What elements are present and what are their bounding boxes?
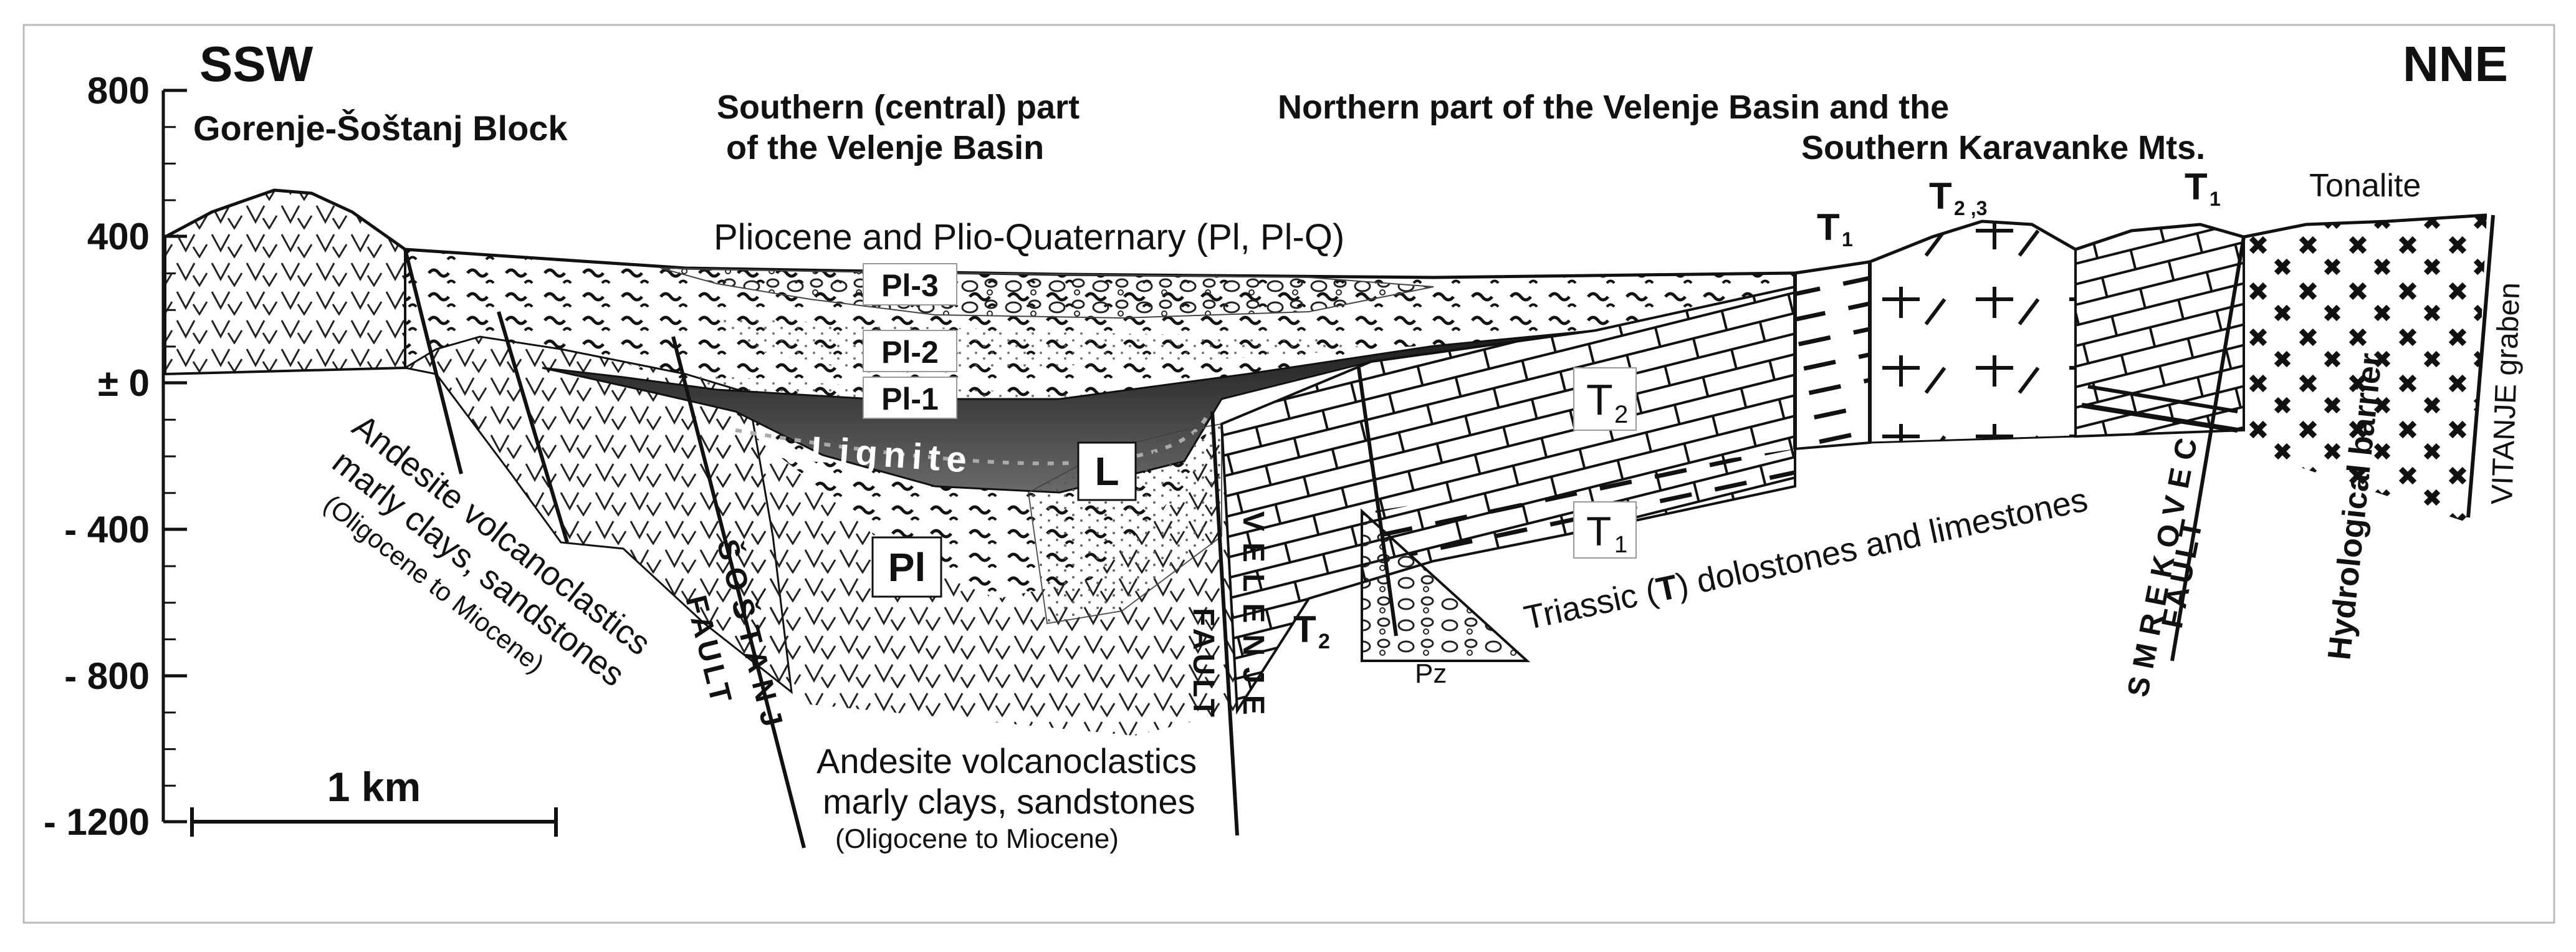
tick-minus-1200: - 1200 — [44, 801, 150, 843]
depth-axis: 800 400 ± 0 - 400 - 800 - 1200 — [44, 70, 187, 843]
tick-minus-800: - 800 — [64, 655, 150, 697]
direction-nne: NNE — [2403, 36, 2508, 92]
label-pliocene: Pliocene and Plio-Quaternary (Pl, Pl-Q) — [714, 217, 1344, 257]
t23-zone — [1869, 220, 2077, 444]
label-pl: Pl — [888, 545, 926, 590]
svg-text:VELENJE: VELENJE — [1237, 511, 1270, 726]
svg-text:Andesite volcanoclastics: Andesite volcanoclastics — [816, 741, 1197, 781]
label-t2-lower: T 2 — [1293, 608, 1330, 653]
fault-lines — [403, 214, 2495, 849]
region-gorenje: Gorenje-Šoštanj Block — [193, 108, 568, 148]
scale-label: 1 km — [327, 764, 421, 810]
label-pl1: Pl-1 — [881, 382, 939, 416]
label-pl3: Pl-3 — [881, 268, 939, 303]
label-pl2-box: Pl-2 — [863, 330, 957, 372]
label-t2-box: T 2 — [1573, 367, 1637, 431]
svg-text:1: 1 — [2210, 188, 2221, 210]
svg-text:2 ,3: 2 ,3 — [1954, 197, 1987, 219]
paleozoic-wedge — [1361, 508, 1531, 662]
label-andesite-bottom: Andesite volcanoclastics marly clays, sa… — [816, 741, 1197, 854]
tick-minus-400: - 400 — [64, 509, 150, 551]
region-northern-1: Northern part of the Velenje Basin and t… — [1278, 89, 1949, 126]
svg-text:T: T — [2185, 166, 2208, 208]
svg-text:T: T — [1293, 608, 1316, 650]
label-pl-box: Pl — [871, 536, 942, 598]
t1-strip-a — [1794, 260, 1871, 451]
label-tonalite: Tonalite — [2309, 168, 2421, 204]
tick-400: 400 — [87, 216, 150, 257]
svg-text:2: 2 — [1614, 401, 1628, 428]
label-pl2: Pl-2 — [881, 335, 939, 370]
svg-text:T: T — [1586, 375, 1613, 424]
label-t1-box: T 1 — [1573, 501, 1637, 559]
scale-bar: 1 km — [190, 764, 558, 837]
svg-text:FAULT: FAULT — [1187, 608, 1220, 721]
svg-text:T: T — [1929, 175, 1952, 217]
region-southern-2: of the Velenje Basin — [726, 129, 1044, 166]
fault-velenje-label: VELENJE FAULT — [1187, 511, 1270, 726]
tonalite-barrier — [2244, 215, 2487, 524]
svg-text:(Oligocene to Miocene): (Oligocene to Miocene) — [835, 824, 1119, 854]
svg-text:1: 1 — [1842, 228, 1853, 251]
t1-bricks-smrekovec — [2074, 223, 2245, 438]
svg-text:2: 2 — [1318, 630, 1330, 653]
svg-text:T: T — [1817, 206, 1840, 248]
label-vitanje-graben: VITANJE graben — [2486, 282, 2526, 505]
label-pl3-box: Pl-3 — [863, 263, 957, 305]
label-pl1-box: Pl-1 — [863, 377, 957, 419]
label-l-box: L — [1077, 441, 1137, 501]
label-t1-top-a: T 1 — [1817, 206, 1853, 251]
tick-800: 800 — [87, 70, 150, 112]
label-l: L — [1094, 449, 1119, 494]
andesite-under-basin — [704, 399, 1237, 736]
tick-0: ± 0 — [98, 362, 150, 404]
label-pz: Pz — [1415, 658, 1447, 689]
region-southern-1: Southern (central) part — [717, 89, 1080, 126]
region-northern-2: Southern Karavanke Mts. — [1801, 129, 2205, 166]
direction-ssw: SSW — [199, 36, 314, 92]
svg-text:marly clays, sandstones: marly clays, sandstones — [823, 782, 1195, 821]
label-t23-top: T 2 ,3 — [1929, 175, 1987, 219]
svg-text:T: T — [1586, 508, 1611, 554]
pl3-gravel — [660, 267, 1434, 319]
svg-text:1: 1 — [1614, 532, 1627, 558]
label-t1-top-b: T 1 — [2185, 166, 2221, 210]
